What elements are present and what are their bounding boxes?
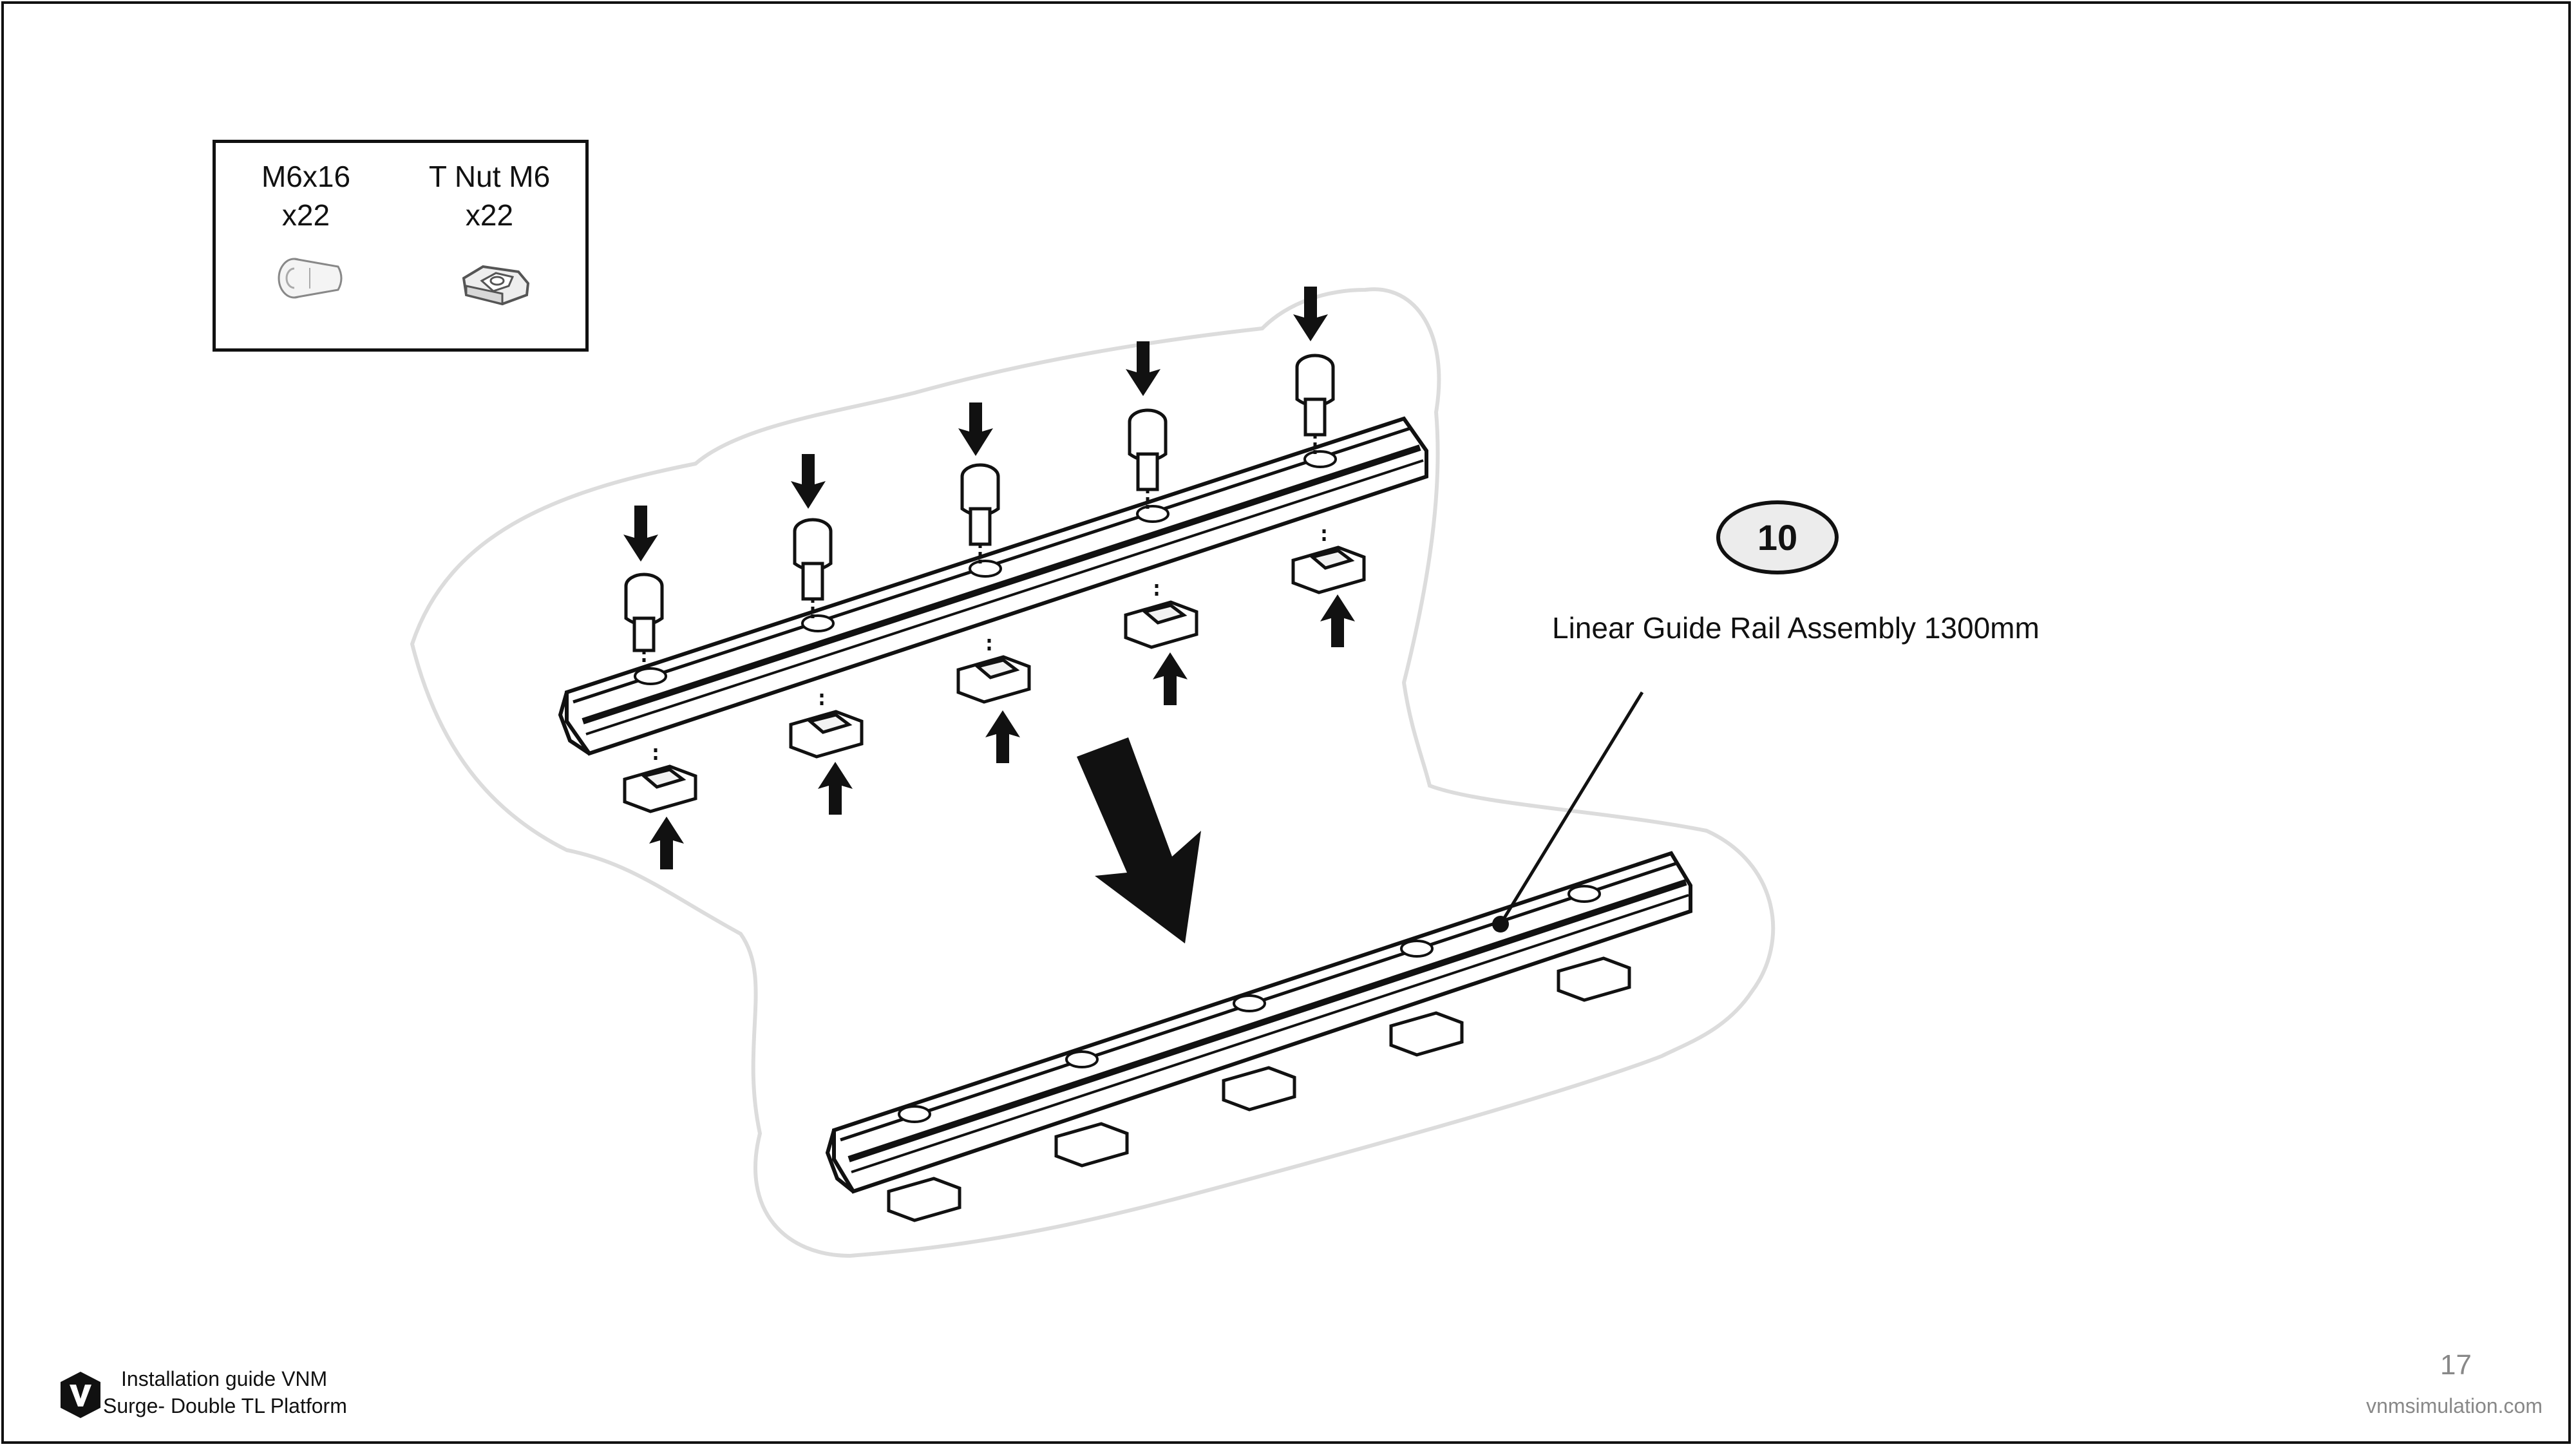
screws-exploded bbox=[624, 354, 1335, 673]
guide-rail-assembled bbox=[825, 851, 1692, 1194]
part-quantity: x22 bbox=[465, 198, 514, 232]
footer-product-name: Surge- Double TL Platform bbox=[103, 1394, 347, 1417]
t-nuts-assembled bbox=[887, 956, 1631, 1222]
t-nut bbox=[789, 692, 864, 759]
screw bbox=[1128, 408, 1168, 510]
callout-dot bbox=[1492, 916, 1509, 933]
callout-leader-line bbox=[1499, 691, 1644, 925]
page-number: 17 bbox=[2440, 1349, 2472, 1381]
t-nut-icon bbox=[462, 265, 530, 306]
guide-rail-exploded bbox=[558, 416, 1428, 756]
website-link[interactable]: vnmsimulation.com bbox=[2366, 1394, 2543, 1417]
insert-t-nut-arrows bbox=[649, 594, 1355, 869]
t-nut bbox=[956, 638, 1031, 704]
screw bbox=[960, 463, 1000, 565]
vnm-logo-icon bbox=[61, 1372, 100, 1418]
t-nut bbox=[623, 747, 697, 813]
screw bbox=[624, 573, 664, 673]
t-nut bbox=[1124, 583, 1198, 649]
screw bbox=[793, 518, 833, 620]
step-title: Linear Guide Rail Assembly 1300mm bbox=[1552, 611, 2040, 645]
footer-document-info: Installation guide VNM Surge- Double TL … bbox=[103, 1365, 347, 1419]
footer-guide-title: Installation guide VNM bbox=[121, 1367, 328, 1390]
part-name: T Nut M6 bbox=[428, 160, 551, 193]
parts-list-box: M6x16 x22 T Nut M6 x22 bbox=[213, 140, 589, 352]
step-number-badge: 10 bbox=[1716, 500, 1839, 574]
insert-screw-arrows bbox=[623, 287, 1328, 562]
part-item-t-nut: T Nut M6 x22 bbox=[402, 157, 576, 234]
screw-icon bbox=[278, 258, 343, 299]
part-name: M6x16 bbox=[261, 160, 351, 193]
t-nuts-exploded bbox=[623, 528, 1366, 813]
part-quantity: x22 bbox=[281, 198, 330, 232]
result-arrow bbox=[1077, 737, 1201, 943]
t-nut bbox=[1291, 528, 1366, 594]
screw bbox=[1295, 354, 1335, 455]
part-item-screw: M6x16 x22 bbox=[219, 157, 393, 234]
exploded-view-outline bbox=[410, 287, 1776, 1258]
